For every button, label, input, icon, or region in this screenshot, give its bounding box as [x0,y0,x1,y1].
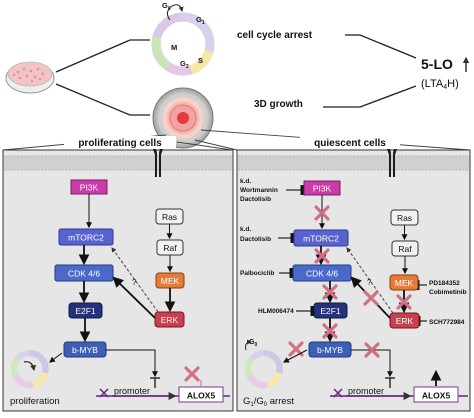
svg-text:ALOX5: ALOX5 [422,391,451,401]
svg-text:ERK: ERK [161,315,179,325]
culture-dish-icon [5,61,55,94]
phase-m-label: M [171,43,177,52]
svg-text:promoter: promoter [348,386,384,396]
svg-text:MEK: MEK [161,276,180,286]
svg-text:promoter: promoter [114,386,150,396]
right-hlm-label: HLM006474 [258,308,294,315]
left-mek-node: MEK [155,272,185,289]
svg-text:E2F1: E2F1 [75,306,96,316]
svg-text:E2F1: E2F1 [320,306,341,316]
right-cobimetinib-label: Cobimetinib [429,289,467,296]
right-arrest-label: G1/G0 arrest [243,396,294,408]
cell-cycle-arrest-label: cell cycle arrest [237,30,313,41]
left-e2f1-node: E2F1 [68,302,103,319]
svg-text:mTORC2: mTORC2 [303,234,339,244]
right-arrest-cycle-icon [245,339,283,389]
right-erk-node: ERK [389,312,420,329]
left-ras-node: Ras [155,208,184,225]
lta4h-label: (LTA4H) [421,78,459,91]
cell-cycle-wheel [151,4,215,76]
left-mtorc2-node: mTORC2 [58,228,114,246]
left-pi3k-node: PI3K [70,179,108,195]
svg-text:Ras: Ras [162,212,177,222]
svg-text:MEK: MEK [395,278,414,288]
five-lo-label: 5-LO [421,56,453,72]
right-alox5-box: ALOX5 [413,386,459,403]
right-wortmannin-label: Wortmannin [240,187,278,194]
right-membrane [238,155,469,171]
phase-g0-label: G0 [162,1,171,12]
svg-text:Raf: Raf [398,244,412,254]
svg-text:PI3K: PI3K [80,183,99,193]
left-alox5-box: ALOX5 [178,386,224,403]
svg-text:Raf: Raf [163,243,177,253]
right-ras-node: Ras [390,209,419,226]
svg-text:ERK: ERK [396,316,414,326]
svg-text:b-MYB: b-MYB [317,345,343,355]
right-raf-node: Raf [391,240,419,257]
svg-text:CDK 4/6: CDK 4/6 [68,269,100,279]
arrest-to-5lo-line [359,34,417,59]
dish-to-cycle-line [55,39,131,73]
right-cdk46-node: CDK 4/6 [292,264,352,282]
left-erk-node: ERK [154,311,185,328]
phase-g2-label: G2 [180,59,189,70]
svg-text:Ras: Ras [397,213,412,223]
right-mek-node: MEK [389,274,419,291]
left-panel-title: proliferating cells [78,138,162,149]
right-kd-label-2: k.d. [240,226,251,233]
phase-s-label: S [198,56,203,65]
right-kd-label-1: k.d. [240,178,251,185]
right-mtorc2-node: mTORC2 [293,229,349,247]
right-dactolisib-label-1: Dactolisib [240,196,271,203]
svg-text:CDK 4/6: CDK 4/6 [306,269,338,279]
growth-3d-label: 3D growth [254,99,303,110]
svg-text:ALOX5: ALOX5 [187,391,216,401]
svg-text:mTORC2: mTORC2 [68,233,104,243]
right-bmyb-node: b-MYB [308,341,352,358]
right-panel-title: quiescent cells [314,138,386,149]
spheroid-icon [152,87,214,149]
right-pd184352-label: PD184352 [429,280,460,287]
right-question-mark: ? [367,278,372,287]
right-g0-small-label: G0 [249,339,257,348]
left-raf-node: Raf [156,239,184,256]
right-dactolisib-label-2: Dactolisib [240,236,271,243]
right-palbociclib-label: Palbociclib [240,270,274,277]
dish-to-spheroid-line [55,83,131,116]
phase-g1-label: G1 [196,15,205,26]
growth-to-5lo-line [359,85,417,108]
left-question-mark: ? [132,278,137,287]
left-cdk46-node: CDK 4/6 [54,264,114,282]
right-e2f1-node: E2F1 [313,302,348,319]
right-sch-label: SCH772984 [429,319,465,326]
left-proliferation-label: proliferation [10,396,60,407]
left-bmyb-node: b-MYB [63,341,107,358]
right-pi3k-node: PI3K [303,180,341,196]
left-membrane [4,155,232,171]
left-proliferation-cycle-icon [11,350,49,389]
svg-text:PI3K: PI3K [313,184,332,194]
svg-text:b-MYB: b-MYB [72,345,98,355]
